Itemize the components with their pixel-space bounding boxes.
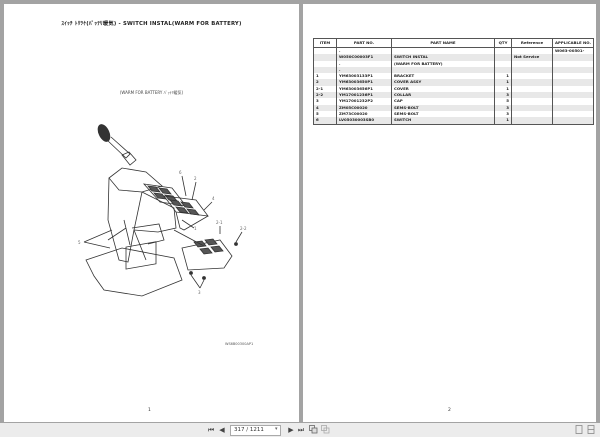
single-page-view-icon[interactable] [574, 425, 584, 435]
two-page-view-icon[interactable] [586, 425, 596, 435]
drawing-code: WS6B00300AP1 [225, 342, 254, 346]
reference-cell [511, 104, 553, 111]
parts-table: ITEM PART NO. PART NAME QTY Reference AP… [313, 38, 594, 125]
svg-text:6: 6 [179, 170, 182, 175]
page-dropdown-icon[interactable]: ▾ [275, 426, 278, 432]
applicable-no-cell [552, 79, 594, 86]
reference-cell [511, 92, 553, 99]
svg-text:4: 4 [212, 196, 215, 201]
part-name-cell: SWITCH [391, 117, 495, 125]
reference-cell: Not Service [511, 54, 553, 61]
svg-text:1: 1 [194, 226, 197, 231]
diagram-subtitle: (WARM FOR BATTERY ﾊﾞｯﾃﾘ暖気) [119, 90, 184, 95]
applicable-no-cell: W063-00501- [552, 47, 594, 55]
applicable-no-cell [552, 73, 594, 80]
page-number: 2 [448, 408, 451, 413]
col-applicable-no: APPLICABLE NO. [552, 38, 594, 48]
part-name-cell [391, 47, 495, 55]
qty-cell: 1 [494, 117, 512, 125]
reference-cell [511, 98, 553, 105]
reference-cell [511, 85, 553, 93]
page-number-input[interactable]: 317 / 1211 [230, 425, 281, 436]
col-reference: Reference [511, 38, 553, 48]
applicable-no-cell [552, 66, 594, 74]
last-page-button[interactable]: ⏭ [297, 426, 305, 434]
col-part-name: PART NAME [391, 38, 495, 48]
applicable-no-cell [552, 85, 594, 93]
table-row: . [313, 66, 594, 74]
applicable-no-cell [552, 117, 594, 125]
reference-cell [511, 110, 553, 118]
col-qty: QTY [494, 38, 512, 48]
svg-text:2-2: 2-2 [240, 226, 247, 231]
reference-cell [511, 79, 553, 86]
page-number: 1 [148, 408, 151, 413]
reference-cell [511, 66, 553, 74]
prev-page-button[interactable]: ◀ [219, 426, 225, 434]
table-row: . W063-00501- [313, 47, 594, 55]
item-cell: 6 [313, 117, 337, 125]
copy-icon[interactable] [308, 425, 318, 435]
reference-cell [511, 73, 553, 80]
table-header-row: ITEM PART NO. PART NAME QTY Reference AP… [313, 38, 594, 48]
svg-text:3: 3 [198, 290, 201, 295]
qty-cell [494, 47, 512, 55]
reference-cell [511, 60, 553, 67]
applicable-no-cell [552, 110, 594, 118]
page-title: ｽｲｯﾁ ﾄﾘﾂｹ(ﾊﾞｯﾃﾘ暖気) - SWITCH INSTAL(WARM … [61, 21, 242, 27]
reference-cell [511, 47, 553, 55]
col-part-no: PART NO. [336, 38, 392, 48]
reference-cell [511, 117, 553, 125]
applicable-no-cell [552, 54, 594, 61]
next-page-button[interactable]: ▶ [288, 426, 294, 434]
item-cell [313, 47, 337, 55]
applicable-no-cell [552, 60, 594, 67]
first-page-button[interactable]: ⏮ [207, 426, 215, 434]
svg-text:2-1: 2-1 [216, 220, 223, 225]
part-no-cell: . [336, 47, 392, 55]
applicable-no-cell [552, 92, 594, 99]
svg-text:5: 5 [78, 240, 81, 245]
col-item: ITEM [313, 38, 337, 48]
left-page: ｽｲｯﾁ ﾄﾘﾂｹ(ﾊﾞｯﾃﾘ暖気) - SWITCH INSTAL(WARM … [4, 4, 299, 422]
paste-icon[interactable] [320, 425, 330, 435]
right-page: ITEM PART NO. PART NAME QTY Reference AP… [303, 4, 596, 422]
switch-assembly-diagram: 6 2 4 1 2-1 2-2 3 5 [78, 124, 247, 297]
applicable-no-cell [552, 104, 594, 111]
viewer-toolbar: ⏮ ◀ 317 / 1211 ▾ ▶ ⏭ [0, 423, 600, 437]
svg-text:2: 2 [194, 176, 197, 181]
part-no-cell: LV05030003SB0 [336, 117, 392, 125]
table-row: .(WARM FOR BATTERY) [313, 60, 594, 67]
applicable-no-cell [552, 98, 594, 105]
